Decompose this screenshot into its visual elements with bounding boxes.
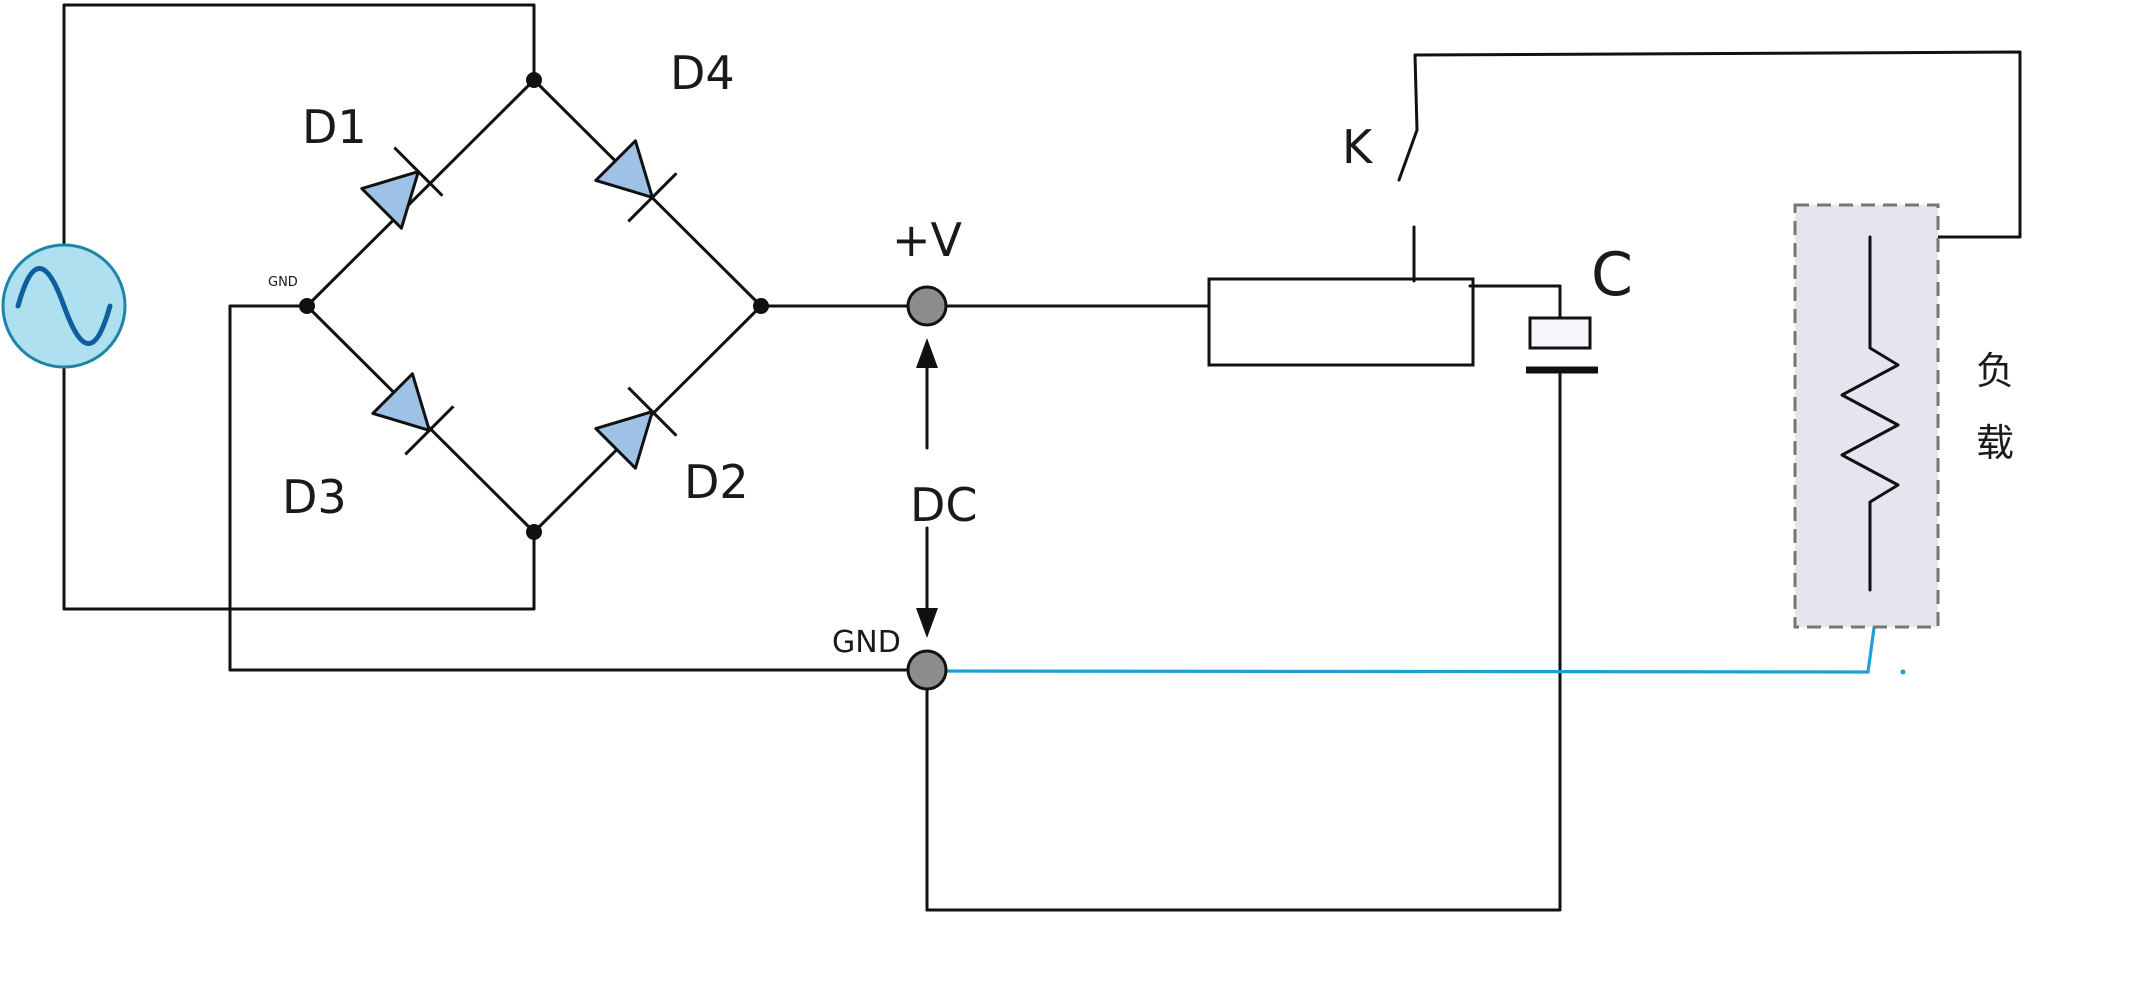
ground-terminal — [906, 649, 948, 691]
ac-source-icon — [1, 243, 127, 369]
diode-label-d2: D2 — [684, 455, 749, 509]
capacitor-c-label: C — [1591, 240, 1633, 310]
gnd-node-label: GND — [268, 275, 298, 290]
diode-d1 — [360, 146, 444, 230]
dc-voltage-arrow — [916, 338, 938, 638]
load-box — [1793, 203, 1940, 629]
diode-label-d3: D3 — [282, 470, 347, 524]
switch-k-label: K — [1342, 120, 1374, 174]
load-label-char-1: 负 — [1976, 349, 2014, 393]
plus-v-label: +V — [892, 213, 963, 267]
bridge-nodes — [299, 72, 769, 540]
output-wiring — [228, 304, 1562, 912]
load-resistor — [1840, 235, 1900, 592]
positive-terminal — [906, 285, 948, 327]
ground-return-wire — [926, 590, 1906, 675]
diode-d2 — [594, 386, 678, 470]
ac-source-wiring — [62, 3, 536, 611]
diode-label-d4: D4 — [670, 46, 735, 100]
dc-label: DC — [910, 478, 978, 532]
diode-d4 — [594, 139, 678, 223]
diode-d3 — [371, 372, 455, 456]
capacitor-c — [1468, 284, 1598, 374]
diode-label-d1: D1 — [302, 100, 367, 154]
gnd-terminal-label: GND — [832, 625, 901, 660]
load-label-char-2: 载 — [1976, 421, 2014, 465]
